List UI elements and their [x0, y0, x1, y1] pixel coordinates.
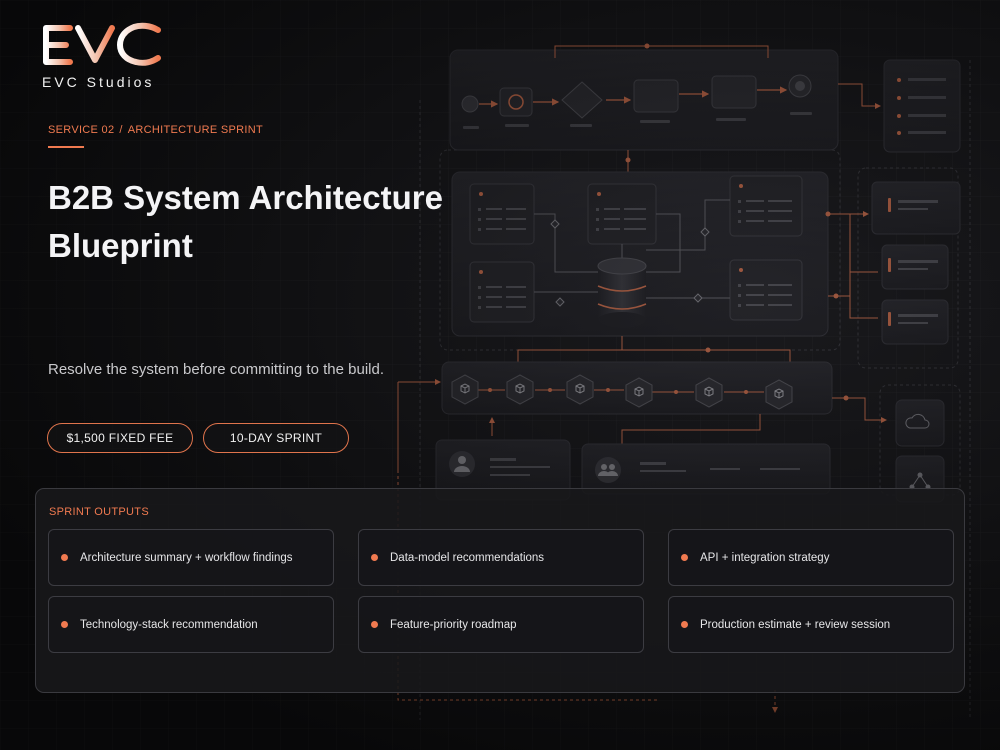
brand-name: EVC Studios: [42, 74, 155, 90]
pipeline-panel: [449, 49, 839, 151]
breadcrumb: SERVICE 02 / ARCHITECTURE SPRINT: [48, 124, 263, 136]
breadcrumb-service[interactable]: SERVICE 02: [48, 124, 115, 136]
bullet-dot-icon: [681, 554, 688, 561]
breadcrumb-underline: [48, 146, 84, 148]
breadcrumb-section[interactable]: ARCHITECTURE SPRINT: [127, 124, 264, 136]
output-card: Technology-stack recommendation: [48, 596, 334, 653]
database-icon: [597, 257, 647, 328]
data-layer-panel: [451, 171, 829, 337]
bullet-dot-icon: [61, 554, 68, 561]
page-title-line-1: B2B System Architecture: [48, 179, 443, 216]
microservices-panel: [441, 361, 833, 415]
bullet-dot-icon: [61, 621, 68, 628]
sprint-duration-pill[interactable]: 10-DAY SPRINT: [203, 423, 349, 453]
brand-logo[interactable]: EVC Studios: [40, 22, 164, 90]
output-label: Architecture summary + workflow findings: [80, 551, 293, 564]
output-card: Production estimate + review session: [668, 596, 954, 653]
page-title: B2B System Architecture Blueprint: [48, 174, 468, 270]
output-label: Production estimate + review session: [700, 618, 891, 631]
output-card: API + integration strategy: [668, 529, 954, 586]
output-label: API + integration strategy: [700, 551, 830, 564]
output-label: Technology-stack recommendation: [80, 618, 258, 631]
evc-logo-mark: [43, 22, 161, 66]
bullet-dot-icon: [371, 554, 378, 561]
output-card: Feature-priority roadmap: [358, 596, 644, 653]
sprint-outputs-heading: SPRINT OUTPUTS: [49, 506, 149, 518]
output-label: Data-model recommendations: [390, 551, 545, 564]
output-card: Architecture summary + workflow findings: [48, 529, 334, 586]
output-card: Data-model recommendations: [358, 529, 644, 586]
fixed-fee-pill[interactable]: $1,500 FIXED FEE: [47, 423, 193, 453]
bullet-dot-icon: [371, 621, 378, 628]
output-label: Feature-priority roadmap: [390, 618, 517, 631]
page-title-line-2: Blueprint: [48, 227, 193, 264]
page-subtitle: Resolve the system before committing to …: [48, 361, 384, 378]
sprint-outputs-panel: SPRINT OUTPUTS Architecture summary + wo…: [35, 488, 965, 693]
bullet-dot-icon: [681, 621, 688, 628]
breadcrumb-separator: /: [119, 124, 123, 136]
